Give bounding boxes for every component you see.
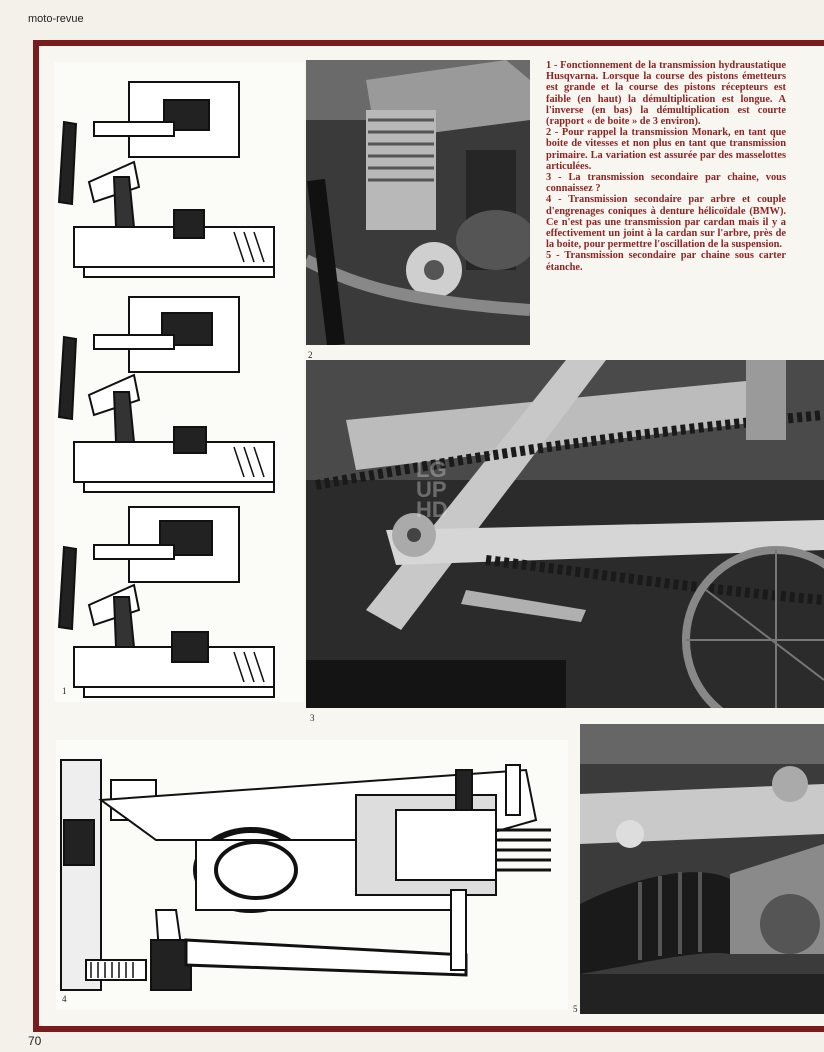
figure-3-number: 3 [310,713,315,723]
caption-4: 4 - Transmission secondaire par arbre et… [546,194,786,251]
figure-1-number: 1 [62,686,67,696]
figure-3-photo: LG UP HD [306,360,824,708]
figure-1-drawing-middle [57,296,275,493]
figure-4-drawing [56,740,568,1010]
figure-2-number: 2 [308,350,313,360]
figure-1-drawing-bottom [57,506,275,698]
figure-1-drawings [54,62,304,702]
figure-5-number: 5 [573,1004,578,1014]
figure-4-number: 4 [62,994,67,1004]
running-head: moto-revue [28,13,84,25]
page-number: 70 [28,1034,42,1048]
caption-block: 1 - Fonctionnement de la transmission hy… [546,60,786,273]
figure-1-drawing-top [57,81,275,278]
caption-2: 2 - Pour rappel la transmission Monark, … [546,127,786,172]
caption-5: 5 - Transmission secondaire par chaine s… [546,250,786,273]
figure-5-photo [580,724,824,1014]
caption-3: 3 - La transmission secondaire par chain… [546,172,786,195]
watermark: LG UP HD [416,457,448,522]
figure-2-photo [306,60,530,345]
caption-1: 1 - Fonctionnement de la transmission hy… [546,60,786,128]
